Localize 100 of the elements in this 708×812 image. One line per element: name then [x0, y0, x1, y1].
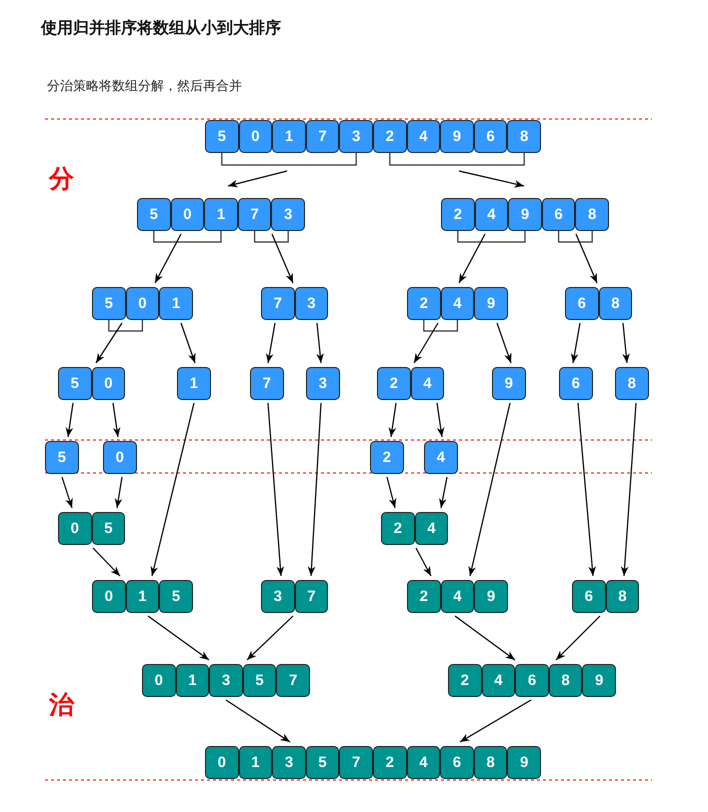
number-cell: 2	[407, 580, 441, 613]
number-cell: 4	[406, 120, 440, 153]
number-cell: 1	[238, 746, 272, 779]
number-cell: 3	[272, 746, 306, 779]
arrow	[386, 476, 396, 508]
number-cell: 0	[142, 664, 176, 697]
number-cell: 0	[205, 746, 239, 779]
arrow	[154, 234, 182, 284]
arrow	[114, 476, 123, 508]
number-cell: 5	[92, 287, 126, 320]
arrow	[308, 402, 322, 576]
number-cell: 9	[440, 120, 474, 153]
subtitle: 分治策略将数组分解，然后再合并	[47, 77, 242, 95]
number-cell: 4	[410, 367, 444, 400]
arrow	[267, 402, 284, 576]
arrow	[496, 322, 512, 364]
number-cell: 5	[45, 441, 79, 474]
number-cell: 4	[414, 512, 448, 545]
number-cell: 7	[276, 664, 310, 697]
number-cell: 9	[508, 198, 542, 231]
number-cell: 3	[261, 580, 295, 613]
number-cell: 9	[474, 287, 508, 320]
number-cell: 8	[507, 120, 541, 153]
stage-label: 分	[49, 164, 74, 195]
arrow	[575, 234, 598, 284]
number-cell: 5	[242, 664, 276, 697]
number-cell: 7	[339, 746, 373, 779]
number-cell: 0	[170, 198, 204, 231]
number-cell: 8	[548, 664, 582, 697]
arrow	[266, 322, 276, 364]
number-cell: 5	[137, 198, 171, 231]
number-cell: 4	[474, 198, 508, 231]
number-cell: 0	[126, 287, 160, 320]
number-cell: 1	[204, 198, 238, 231]
number-cell: 6	[474, 120, 508, 153]
number-cell: 3	[294, 287, 328, 320]
number-cell: 2	[381, 512, 415, 545]
arrow	[460, 699, 532, 743]
arrow	[439, 476, 448, 508]
number-cell: 0	[92, 580, 126, 613]
arrow	[150, 402, 195, 576]
title: 使用归并排序将数组从小到大排序	[41, 18, 281, 39]
arrow	[226, 700, 290, 742]
arrow	[96, 322, 122, 364]
number-cell: 6	[559, 367, 593, 400]
stage-label: 治	[49, 690, 74, 721]
number-cell: 8	[615, 367, 649, 400]
number-cell: 7	[238, 198, 272, 231]
number-cell: 7	[306, 120, 340, 153]
number-cell: 8	[474, 746, 508, 779]
number-cell: 2	[372, 120, 407, 153]
arrow	[388, 402, 397, 438]
arrow	[468, 402, 511, 576]
number-cell: 8	[606, 580, 640, 613]
number-cell: 4	[424, 441, 458, 474]
number-cell: 2	[370, 441, 404, 474]
arrow	[415, 548, 432, 576]
number-cell: 5	[159, 580, 193, 613]
number-cell: 7	[261, 287, 295, 320]
number-cell: 5	[205, 120, 239, 153]
number-cell: 3	[271, 198, 305, 231]
number-cell: 0	[103, 441, 137, 474]
arrow	[92, 548, 120, 576]
arrow	[436, 402, 444, 438]
arrow	[66, 402, 74, 438]
number-cell: 8	[598, 287, 632, 320]
arrow	[112, 402, 120, 438]
number-cell: 2	[377, 367, 411, 400]
arrow	[570, 322, 581, 364]
arrow	[271, 234, 294, 284]
number-cell: 2	[407, 287, 441, 320]
number-cell: 1	[176, 664, 210, 697]
number-cell: 7	[250, 367, 284, 400]
number-cell: 8	[575, 198, 609, 231]
arrow	[148, 616, 210, 660]
arrow	[61, 476, 73, 508]
number-cell: 9	[582, 664, 616, 697]
number-cell: 2	[441, 198, 475, 231]
number-cell: 9	[474, 580, 508, 613]
number-cell: 9	[507, 746, 541, 779]
number-cell: 4	[440, 287, 474, 320]
number-cell: 0	[58, 512, 92, 545]
number-cell: 4	[482, 664, 516, 697]
arrow	[246, 616, 294, 660]
number-cell: 2	[448, 664, 482, 697]
arrow	[316, 322, 324, 364]
number-cell: 9	[492, 367, 526, 400]
number-cell: 6	[515, 664, 549, 697]
arrow	[180, 322, 196, 364]
arrow	[458, 170, 524, 188]
arrow	[458, 234, 486, 284]
arrow	[622, 322, 630, 364]
number-cell: 7	[294, 580, 328, 613]
number-cell: 1	[159, 287, 193, 320]
number-cell: 1	[177, 367, 211, 400]
number-cell: 3	[339, 120, 373, 153]
arrow	[577, 402, 596, 576]
arrow	[413, 322, 439, 364]
number-cell: 1	[272, 120, 306, 153]
number-cell: 6	[572, 580, 606, 613]
